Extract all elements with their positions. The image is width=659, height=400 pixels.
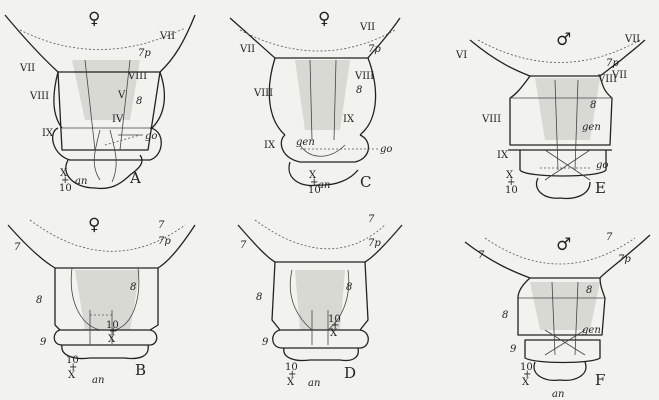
- segment-label-d-5: 8: [346, 282, 352, 293]
- sex-symbol-a: ♀: [88, 9, 100, 29]
- part-label-a-go: go: [145, 131, 157, 142]
- segment-label-d-4: 8: [256, 292, 262, 303]
- segment-label-f-6: 9: [510, 344, 517, 355]
- segment-label-c-5: IX: [264, 140, 276, 151]
- tail-label-d-3: X: [287, 377, 295, 388]
- panel-e: ♂ VI VII VIII VIII IX VII 8 7p gen go X …: [455, 30, 645, 198]
- panel-letter-f: F: [595, 371, 605, 389]
- segment-label-e-2: VII: [624, 34, 640, 45]
- part-label-f-gen: gen: [582, 325, 601, 336]
- tail-label-c-3: 10: [308, 185, 321, 196]
- segment-label-a-1: VII: [159, 31, 175, 42]
- segment-label-d-3: 7p: [368, 238, 381, 249]
- panel-letter-b: B: [135, 361, 146, 379]
- segment-label-c-3: VIII: [253, 88, 273, 99]
- panel-letter-d: D: [344, 364, 356, 382]
- segment-label-a-5: IX: [42, 128, 54, 139]
- segment-label-a-8: 8: [136, 96, 142, 107]
- segment-label-e-3: VIII: [481, 114, 501, 125]
- segment-label-b-4: 8: [36, 295, 42, 306]
- tail-label-f-3: X: [522, 377, 530, 388]
- segment-label-f-1: 7: [478, 250, 485, 261]
- tail-label-e-3: 10: [505, 185, 518, 196]
- panel-b: ♀ 7 7 7p 8 8 9 10 + X an 10 + X B: [8, 215, 195, 386]
- segment-label-c-8: 7p: [368, 44, 381, 55]
- panel-letter-a: A: [129, 169, 141, 187]
- segment-label-a-6: V: [117, 90, 126, 101]
- panel-d: 7 7 7p 8 8 9 10 + X an 10 + X D: [238, 214, 402, 389]
- segment-label-e-6: VII: [611, 70, 627, 81]
- segment-label-b-3: 7p: [158, 236, 171, 247]
- segment-label-b-2: 7: [158, 220, 165, 231]
- panel-c: ♀ VII VII VIII VIII IX IX 8 7p gen go an…: [230, 9, 400, 196]
- part-label-b-an: an: [92, 375, 104, 386]
- sex-symbol-e: ♂: [556, 30, 571, 50]
- part-label-a-an: an: [75, 176, 87, 187]
- part-label-f-an: an: [552, 389, 564, 400]
- panel-a: ♀ VII VII VIII VIII IX V IV 8 7p go an X…: [5, 9, 195, 194]
- sex-symbol-c: ♀: [318, 9, 330, 29]
- sex-symbol-f: ♂: [556, 235, 571, 255]
- part-label-c-go: go: [380, 144, 392, 155]
- segment-label-a-2: VII: [19, 63, 35, 74]
- panel-letter-e: E: [595, 179, 606, 197]
- segment-label-f-5: 8: [586, 285, 592, 296]
- panel-letter-c: C: [360, 173, 371, 191]
- segment-label-d-1: 7: [240, 240, 247, 251]
- segment-label-a-3: VIII: [29, 91, 49, 102]
- tail-label-b-3: X: [68, 370, 76, 381]
- segment-label-b-9: X: [108, 334, 116, 345]
- tail-label-a-3: 10: [59, 183, 72, 194]
- segment-label-b-1: 7: [14, 242, 21, 253]
- segment-label-f-3: 7p: [618, 254, 631, 265]
- segment-label-d-9: X: [330, 328, 338, 339]
- segment-label-e-7: 8: [590, 100, 596, 111]
- part-label-e-gen: gen: [582, 122, 601, 133]
- segment-label-b-5: 8: [130, 282, 136, 293]
- part-label-e-go: go: [596, 160, 608, 171]
- segment-label-c-4: VIII: [354, 71, 374, 82]
- segment-label-c-6: IX: [343, 114, 355, 125]
- segment-label-c-7: 8: [356, 85, 362, 96]
- segment-label-c-1: VII: [359, 22, 375, 33]
- segment-label-b-6: 9: [40, 337, 47, 348]
- segment-label-a-4: VIII: [127, 71, 147, 82]
- segment-label-e-5: IX: [497, 150, 509, 161]
- panel-f: ♂ 7 7 7p 8 8 9 gen an 10 + X F: [465, 232, 650, 400]
- segment-label-a-9: 7p: [138, 48, 151, 59]
- part-label-d-an: an: [308, 378, 320, 389]
- segment-label-e-1: VI: [455, 50, 467, 61]
- segment-label-d-6: 9: [262, 337, 269, 348]
- part-label-c-gen: gen: [296, 137, 315, 148]
- segment-label-e-8: 7p: [606, 58, 619, 69]
- segment-label-f-2: 7: [606, 232, 613, 243]
- segment-label-d-2: 7: [368, 214, 375, 225]
- sex-symbol-b: ♀: [88, 215, 100, 235]
- segment-label-a-7: IV: [112, 114, 124, 125]
- segment-label-f-4: 8: [502, 310, 508, 321]
- segment-label-c-2: VII: [239, 44, 255, 55]
